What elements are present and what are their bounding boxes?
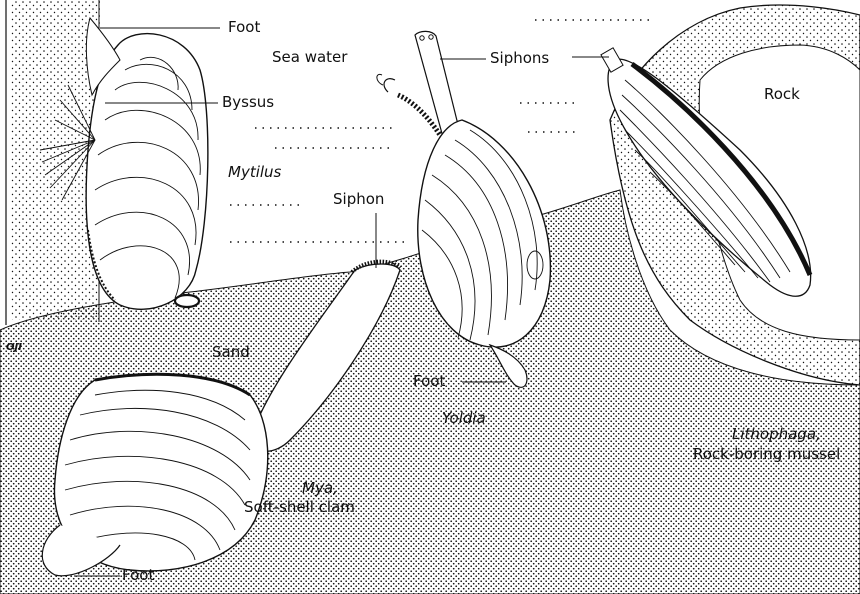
artist-signature: OJI	[6, 339, 22, 356]
label-rock: Rock	[764, 86, 800, 103]
label-foot-mya: Foot	[122, 567, 154, 584]
label-sand: Sand	[212, 344, 250, 361]
label-lithophaga-name: Lithophaga,	[732, 426, 821, 443]
label-byssus: Byssus	[222, 94, 274, 111]
label-siphons: Siphons	[490, 50, 549, 67]
label-yoldia: Yoldia	[442, 410, 486, 427]
label-siphon-mya: Siphon	[333, 191, 384, 208]
label-foot-mytilus: Foot	[228, 19, 260, 36]
label-lithophaga-common: Rock-boring mussel	[693, 446, 840, 463]
mytilus-shell	[86, 18, 208, 309]
label-mytilus: Mytilus	[228, 164, 281, 181]
label-mya-name: Mya,	[302, 480, 338, 497]
label-foot-yoldia: Foot	[413, 373, 445, 390]
label-sea-water: Sea water	[272, 49, 347, 66]
label-mya-common: Soft-shell clam	[244, 499, 355, 516]
